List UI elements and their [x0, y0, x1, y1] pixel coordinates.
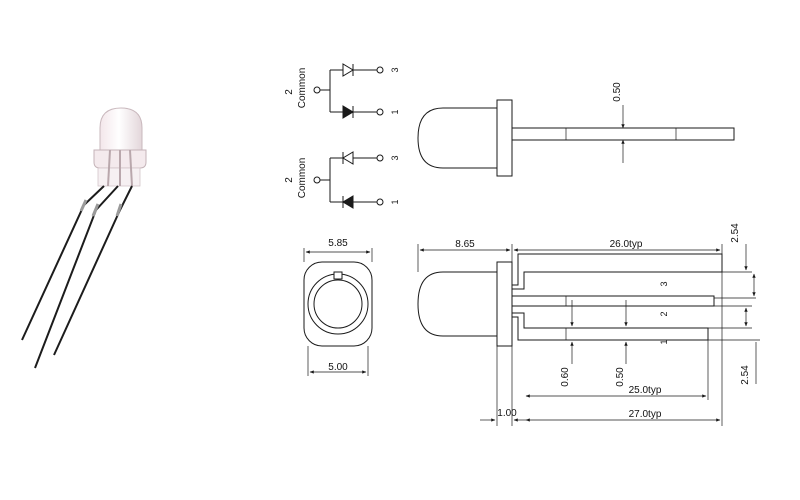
pin-label: 3: [390, 67, 400, 72]
dim-lead-thickness: 0.50: [612, 82, 623, 102]
pin-label-1: 1: [659, 339, 669, 344]
common-label: Common: [297, 68, 308, 109]
dim-pin-pitch-top: 2.54: [730, 223, 741, 243]
pin-label: 3: [390, 155, 400, 160]
pin-label-2: 2: [659, 311, 669, 316]
dim-body-diameter: 5.00: [328, 362, 348, 373]
common-pin-number: 2: [284, 177, 295, 183]
schematic-1: 2 Common 3 1: [284, 63, 400, 119]
dim-flange-diameter: 5.85: [328, 238, 348, 249]
front-view-drawing: 5.85 5.00: [303, 238, 373, 376]
dim-lead-length-long: 26.0typ: [610, 239, 643, 250]
dim-body-length: 8.65: [455, 239, 475, 250]
pin-label: 1: [390, 109, 400, 114]
pin-label: 1: [390, 199, 400, 204]
common-pin-number: 2: [284, 89, 295, 95]
led-photo: [21, 107, 147, 369]
dim-lead-length-short: 25.0typ: [629, 385, 662, 396]
dim-pin-pitch-bottom: 2.54: [740, 365, 751, 385]
side-view-drawing: 0.50: [417, 82, 735, 177]
dim-lead-gap: 0.50: [615, 367, 626, 387]
dim-lead-length-total: 27.0typ: [629, 409, 662, 420]
schematic-2: 2 Common 3 1: [284, 151, 400, 209]
pin-label-3: 3: [659, 281, 669, 286]
dim-flange-thickness: 1.00: [497, 408, 517, 419]
dimensioned-side-view: 3 2 1 8.65 26.0typ 2.54 2.54 0.60 0.50: [417, 223, 760, 426]
dim-lead-width: 0.60: [560, 367, 571, 387]
common-label: Common: [297, 158, 308, 199]
